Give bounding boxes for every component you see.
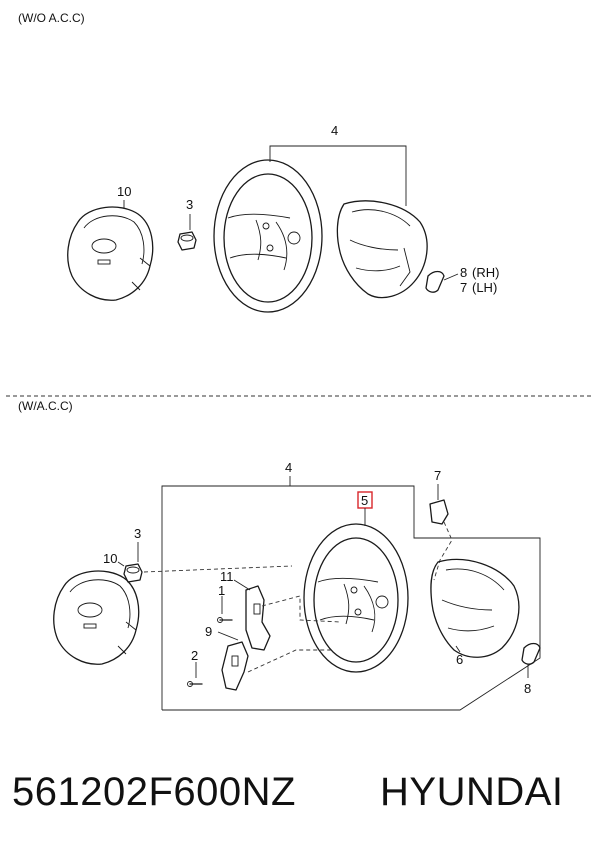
callout-lh: (LH) [472, 280, 497, 295]
callout-s2-4: 4 [285, 460, 292, 475]
callout-7: 7 [460, 280, 467, 295]
callout-s2-8: 8 [524, 681, 531, 696]
callout-line-8-7 [443, 273, 459, 281]
assembly-frame [161, 485, 541, 711]
lower-cover-part-6 [430, 558, 520, 658]
callout-line-s2-6 [455, 645, 461, 653]
wiring-line-lower [247, 649, 334, 673]
steering-wheel-part-acc [303, 523, 409, 673]
callout-rh: (RH) [472, 265, 499, 280]
callout-s2-10: 10 [103, 551, 117, 566]
cover-7-guide [433, 521, 453, 581]
callout-s2-7: 7 [434, 468, 441, 483]
airbag-module-part-acc [53, 570, 140, 665]
callout-line-s2-11 [233, 579, 251, 591]
callout-s2-11: 11 [220, 569, 234, 584]
section-label-without-acc: (W/O A.C.C) [18, 11, 85, 25]
side-cover-part-8 [521, 642, 541, 665]
section-label-with-acc: (W/A.C.C) [18, 399, 73, 413]
footer: 561202F600NZ HYUNDAI [0, 770, 600, 830]
callout-s2-1: 1 [218, 583, 225, 598]
side-cover-part [425, 270, 445, 293]
switch-part-11 [245, 585, 271, 651]
switch-part-9 [221, 641, 249, 691]
steering-wheel-part [213, 159, 323, 313]
brand-name: HYUNDAI [380, 770, 564, 814]
callout-line-s2-10 [117, 561, 125, 567]
callout-s2-3: 3 [134, 526, 141, 541]
nut-part [177, 231, 197, 251]
callout-4: 4 [331, 123, 338, 138]
callout-s2-9: 9 [205, 624, 212, 639]
screw-part-2 [187, 681, 203, 687]
callout-10: 10 [117, 184, 131, 199]
cover-part-7 [429, 499, 449, 525]
lower-cover-part [336, 200, 428, 299]
callout-s2-5: 5 [361, 493, 368, 508]
part-number: 561202F600NZ [12, 770, 296, 814]
callout-line-4 [269, 145, 407, 206]
wiring-line-upper [261, 595, 341, 623]
callout-3: 3 [186, 197, 193, 212]
callout-line-s2-9 [217, 631, 239, 641]
nut-alignment-line [143, 565, 293, 573]
screw-part-1 [217, 617, 233, 623]
callout-s2-6: 6 [456, 652, 463, 667]
callout-8: 8 [460, 265, 467, 280]
nut-part-acc [123, 563, 143, 583]
callout-s2-2: 2 [191, 648, 198, 663]
airbag-module-part [67, 206, 154, 301]
